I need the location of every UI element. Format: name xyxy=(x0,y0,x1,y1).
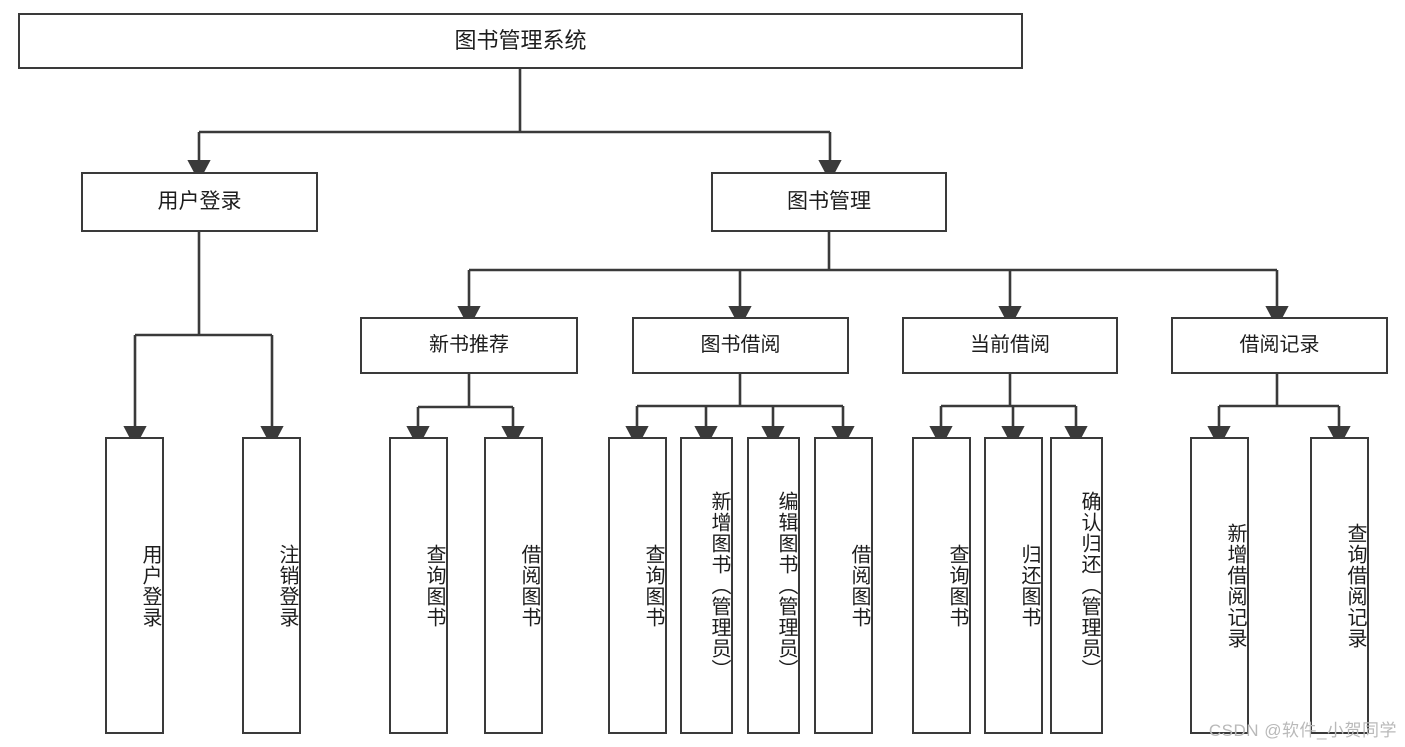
node-new-book-recommend[interactable]: 新书推荐 xyxy=(360,317,578,374)
node-leaf-query-book-1[interactable]: 查询图书 xyxy=(389,437,448,734)
node-leaf-confirm-return-label: 确认归还（管理员） xyxy=(1078,491,1100,680)
node-leaf-logout[interactable]: 注销登录 xyxy=(242,437,301,734)
node-leaf-user-login-label: 用户登录 xyxy=(139,543,161,628)
node-book-borrow[interactable]: 图书借阅 xyxy=(632,317,849,374)
node-leaf-borrow-book-2-label: 借阅图书 xyxy=(848,543,870,628)
watermark: CSDN @软件_小贺同学 xyxy=(1208,721,1397,740)
node-leaf-query-record[interactable]: 查询借阅记录 xyxy=(1310,437,1369,734)
node-leaf-add-book[interactable]: 新增图书（管理员） xyxy=(680,437,733,734)
node-new-book-recommend-label: 新书推荐 xyxy=(429,334,509,356)
node-leaf-add-book-label: 新增图书（管理员） xyxy=(708,491,730,680)
node-leaf-borrow-book-1-label: 借阅图书 xyxy=(518,543,540,628)
node-leaf-query-book-3[interactable]: 查询图书 xyxy=(912,437,971,734)
node-leaf-query-book-2[interactable]: 查询图书 xyxy=(608,437,667,734)
node-current-borrow-label: 当前借阅 xyxy=(970,334,1050,356)
node-borrow-record-label: 借阅记录 xyxy=(1239,334,1320,356)
node-leaf-query-book-1-label: 查询图书 xyxy=(423,543,445,628)
node-leaf-borrow-book-1[interactable]: 借阅图书 xyxy=(484,437,543,734)
node-book-management[interactable]: 图书管理 xyxy=(711,172,947,232)
node-leaf-edit-book-label: 编辑图书（管理员） xyxy=(775,491,797,680)
node-leaf-add-record-label: 新增借阅记录 xyxy=(1224,522,1246,649)
node-leaf-query-record-label: 查询借阅记录 xyxy=(1344,522,1366,649)
node-leaf-query-book-3-label: 查询图书 xyxy=(946,543,968,628)
node-book-borrow-label: 图书借阅 xyxy=(700,334,781,356)
node-leaf-confirm-return[interactable]: 确认归还（管理员） xyxy=(1050,437,1103,734)
node-leaf-logout-label: 注销登录 xyxy=(276,543,298,628)
node-current-borrow[interactable]: 当前借阅 xyxy=(902,317,1118,374)
node-leaf-borrow-book-2[interactable]: 借阅图书 xyxy=(814,437,873,734)
node-user-login-label: 用户登录 xyxy=(157,189,242,213)
node-root-label: 图书管理系统 xyxy=(454,28,587,54)
node-leaf-return-book[interactable]: 归还图书 xyxy=(984,437,1043,734)
node-book-management-label: 图书管理 xyxy=(787,189,871,213)
node-leaf-return-book-label: 归还图书 xyxy=(1018,543,1040,628)
node-leaf-query-book-2-label: 查询图书 xyxy=(642,543,664,628)
node-leaf-user-login[interactable]: 用户登录 xyxy=(105,437,164,734)
node-leaf-edit-book[interactable]: 编辑图书（管理员） xyxy=(747,437,800,734)
node-user-login[interactable]: 用户登录 xyxy=(81,172,318,232)
node-root[interactable]: 图书管理系统 xyxy=(18,13,1023,69)
node-borrow-record[interactable]: 借阅记录 xyxy=(1171,317,1388,374)
node-leaf-add-record[interactable]: 新增借阅记录 xyxy=(1190,437,1249,734)
